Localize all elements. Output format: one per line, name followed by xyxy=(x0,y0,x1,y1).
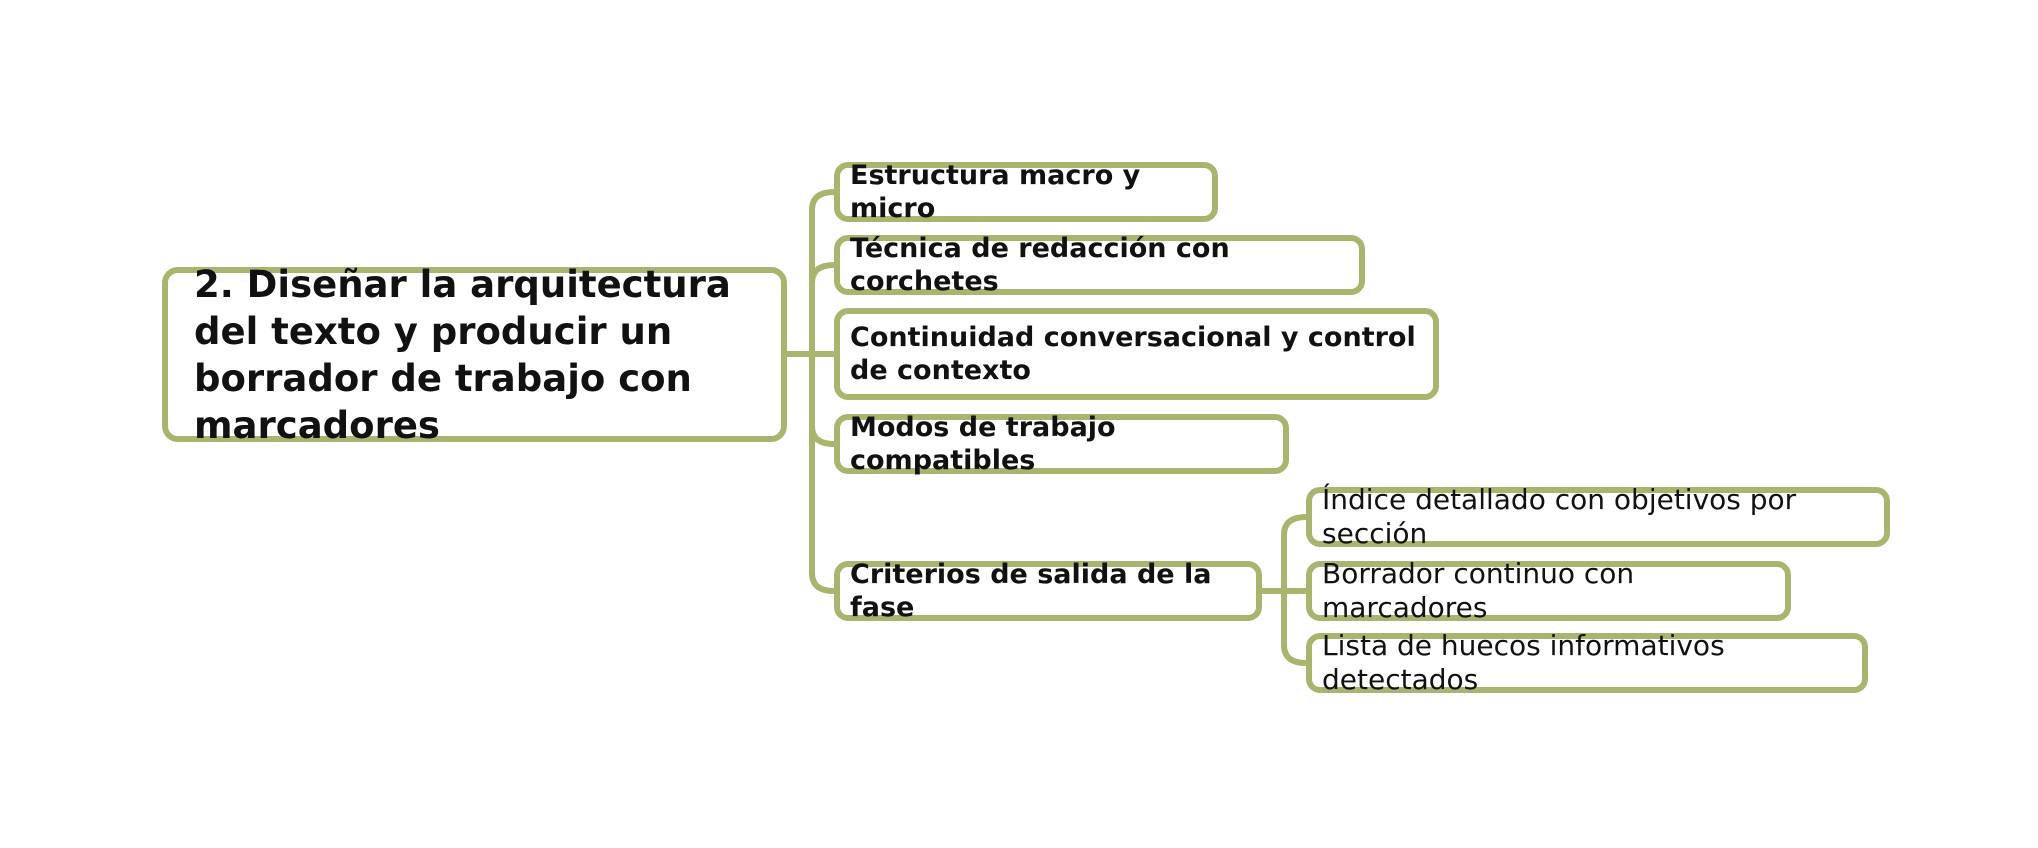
subtopic-modos-trabajo[interactable]: Modos de trabajo compatibles xyxy=(834,412,1289,476)
central-topic[interactable]: 2. Diseñar la arquitectura del texto y p… xyxy=(162,263,787,447)
subtopic-tecnica-redaccion[interactable]: Técnica de redacción con corchetes xyxy=(834,233,1365,297)
subtopic-estructura[interactable]: Estructura macro y micro xyxy=(834,160,1218,224)
subtopic-label: Estructura macro y micro xyxy=(850,160,1141,224)
leaf-indice-detallado[interactable]: Índice detallado con objetivos por secci… xyxy=(1306,483,1890,550)
connector-sub-3 xyxy=(809,423,837,447)
connector-sub-0 xyxy=(809,189,837,213)
leaf-label: Borrador continuo con marcadores xyxy=(1322,557,1635,624)
subtopic-criterios-salida[interactable]: Criterios de salida de la fase xyxy=(834,559,1262,623)
connector-leaf-0 xyxy=(1281,514,1309,538)
connector-leaf-2 xyxy=(1281,642,1309,666)
leaf-label: Índice detallado con objetivos por secci… xyxy=(1322,483,1797,550)
connector-sub-4 xyxy=(809,570,837,594)
subtopic-label: Continuidad conversacional y control de … xyxy=(850,322,1416,386)
leaf-lista-huecos[interactable]: Lista de huecos informativos detectados xyxy=(1306,629,1868,696)
subtopic-label: Técnica de redacción con corchetes xyxy=(850,233,1230,297)
subtopic-continuidad[interactable]: Continuidad conversacional y control de … xyxy=(834,308,1439,400)
central-topic-label: 2. Diseñar la arquitectura del texto y p… xyxy=(194,262,731,447)
subtopic-label: Modos de trabajo compatibles xyxy=(850,412,1116,476)
subtopic-label: Criterios de salida de la fase xyxy=(850,559,1212,623)
connector-sub-1 xyxy=(809,262,837,286)
leaf-label: Lista de huecos informativos detectados xyxy=(1322,629,1725,696)
leaf-borrador-continuo[interactable]: Borrador continuo con marcadores xyxy=(1306,557,1791,624)
